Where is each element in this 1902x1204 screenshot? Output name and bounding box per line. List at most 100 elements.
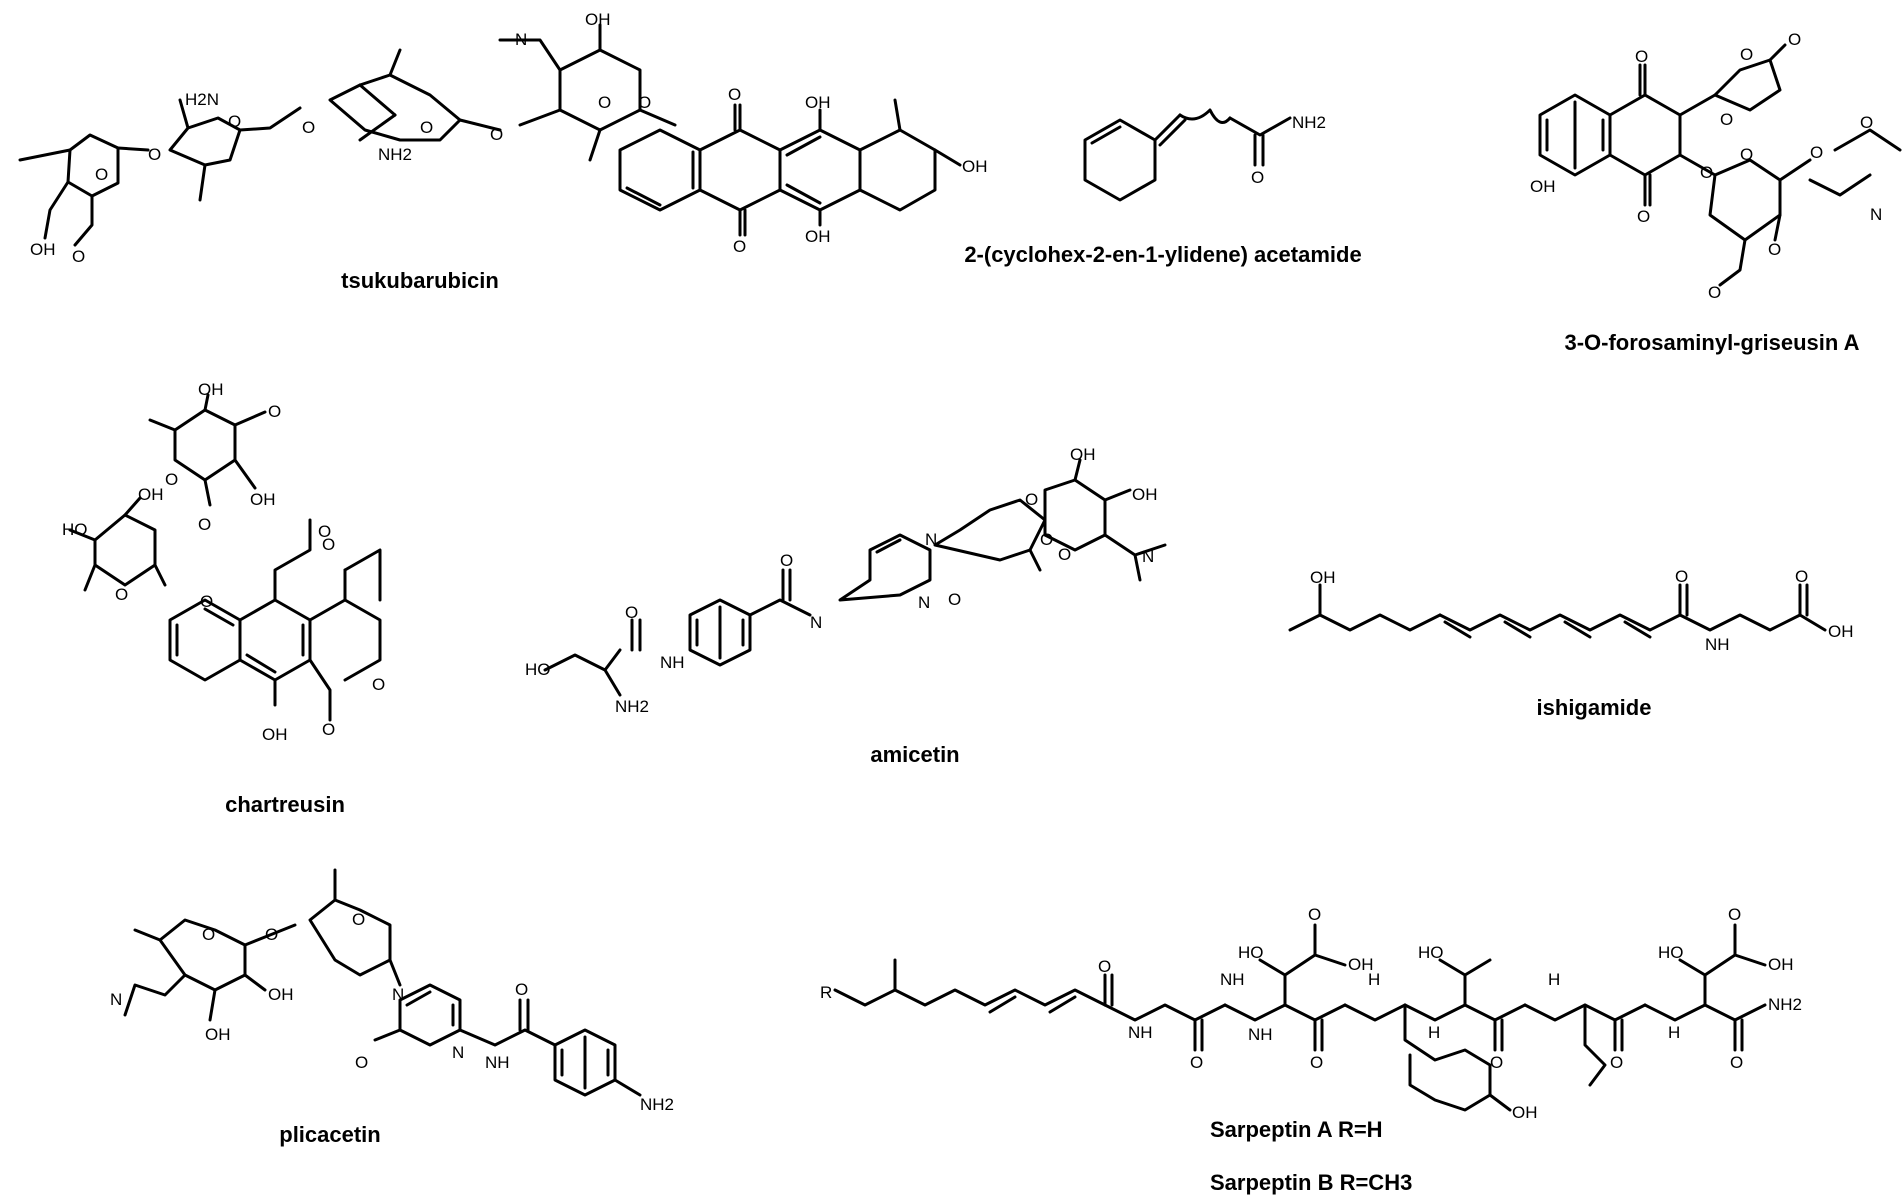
atom-o: O [1190, 1053, 1203, 1072]
atom-o: O [1730, 1053, 1743, 1072]
structure-plicacetin [123, 868, 642, 1097]
atom-nh: NH [1705, 635, 1730, 654]
atom-o: O [268, 402, 281, 421]
atom-oh: OH [1348, 955, 1374, 974]
atom-h: H [1668, 1023, 1680, 1042]
atom-n: N [1870, 205, 1882, 224]
atom-o: O [1251, 168, 1264, 187]
atom-nh: NH [1128, 1023, 1153, 1042]
atom-o: O [1058, 545, 1071, 564]
atom-o: O [515, 980, 528, 999]
atom-o: O [1310, 1053, 1323, 1072]
atom-o: O [198, 515, 211, 534]
atom-h2n: H2N [185, 90, 219, 109]
atom-nh: NH [1248, 1025, 1273, 1044]
atom-ho: HO [1658, 943, 1684, 962]
atom-n: N [1142, 547, 1154, 566]
atom-o: O [625, 603, 638, 622]
atom-o: O [1025, 490, 1038, 509]
atom-oh: OH [1310, 568, 1336, 587]
atom-ho: HO [525, 660, 551, 679]
atom-o: O [148, 145, 161, 164]
atom-o: O [1795, 567, 1808, 586]
atom-o: O [95, 165, 108, 184]
atom-oh: OH [198, 380, 224, 399]
atom-oh: OH [1530, 177, 1556, 196]
atom-n: N [452, 1043, 464, 1062]
atoms-amicetin: HO NH2 O NH O N N O N O O OH OH O N [525, 445, 1158, 716]
structure-cyclohexenylidene-acetamide [1083, 108, 1292, 202]
atoms-plicacetin: O O O N OH OH N O N NH O NH2 [110, 910, 674, 1114]
atom-o: O [780, 551, 793, 570]
atom-ho: HO [1418, 943, 1444, 962]
atom-oh: OH [262, 725, 288, 744]
compound-name-amicetin: amicetin [870, 742, 959, 767]
atom-nh: NH [485, 1053, 510, 1072]
atom-o: O [420, 118, 433, 137]
atom-oh: OH [962, 157, 988, 176]
atom-o: O [1675, 567, 1688, 586]
atom-o: O [490, 125, 503, 144]
atoms-cyclohexenylidene-acetamide: NH2 O [1251, 113, 1326, 187]
atom-o: O [1040, 530, 1053, 549]
atom-oh: OH [138, 485, 164, 504]
atom-o: O [1740, 145, 1753, 164]
atom-o: O [1637, 207, 1650, 226]
atom-oh: OH [805, 93, 831, 112]
compound-name-chartreusin: chartreusin [225, 792, 345, 817]
atom-nh2: NH2 [615, 697, 649, 716]
compound-name-forosaminyl-griseusin: 3-O-forosaminyl-griseusin A [1564, 330, 1859, 355]
atom-nh2: NH2 [1292, 113, 1326, 132]
compound-name-plicacetin: plicacetin [279, 1122, 380, 1147]
atom-o: O [638, 93, 651, 112]
atom-o: O [302, 118, 315, 137]
atom-ho: HO [62, 520, 88, 539]
compound-name-tsukubarubicin: tsukubarubicin [341, 268, 499, 293]
atom-o: O [1490, 1053, 1503, 1072]
structure-amicetin [543, 458, 1167, 697]
atom-h: H [1368, 970, 1380, 989]
atom-o: O [1768, 240, 1781, 259]
atom-o: O [1610, 1053, 1623, 1072]
atom-o: O [322, 535, 335, 554]
atoms-tsukubarubicin: O O OH O H2N O O O NH2 O N OH O O O O OH… [30, 10, 988, 266]
compound-name-sarpeptin-b: Sarpeptin B R=CH3 [1210, 1170, 1412, 1195]
compound-name-cyclohexenylidene-acetamide: 2-(cyclohex-2-en-1-ylidene) acetamide [964, 242, 1361, 267]
compound-name-ishigamide: ishigamide [1537, 695, 1652, 720]
atom-oh: OH [805, 227, 831, 246]
atom-o: O [322, 720, 335, 739]
atom-o: O [318, 522, 331, 541]
atom-o: O [1720, 110, 1733, 129]
atom-o: O [372, 675, 385, 694]
atom-h: H [1548, 970, 1560, 989]
atom-ho: HO [1238, 943, 1264, 962]
atom-o: O [352, 910, 365, 929]
atom-o: O [728, 85, 741, 104]
atom-nh2: NH2 [378, 145, 412, 164]
atom-oh: OH [1828, 622, 1854, 641]
atom-nh2: NH2 [1768, 995, 1802, 1014]
atom-oh: OH [205, 1025, 231, 1044]
atom-o: O [265, 925, 278, 944]
atom-r: R [820, 983, 832, 1002]
atom-o: O [1700, 163, 1713, 182]
compound-name-sarpeptin-a: Sarpeptin A R=H [1210, 1117, 1383, 1142]
atom-oh: OH [268, 985, 294, 1004]
atom-oh: OH [30, 240, 56, 259]
atom-h: H [1428, 1023, 1440, 1042]
atom-o: O [1708, 283, 1721, 302]
atom-n: N [110, 990, 122, 1009]
structure-chartreusin [68, 393, 382, 722]
atom-oh: OH [250, 490, 276, 509]
atom-o: O [1635, 47, 1648, 66]
atom-o: O [165, 470, 178, 489]
atom-n: N [392, 985, 404, 1004]
atom-o: O [1788, 30, 1801, 49]
atom-nh: NH [1220, 970, 1245, 989]
atom-o: O [1308, 905, 1321, 924]
atom-n: N [925, 530, 937, 549]
atoms-ishigamide: OH O NH O OH [1310, 567, 1854, 654]
atom-o: O [228, 112, 241, 131]
atom-n: N [810, 613, 822, 632]
